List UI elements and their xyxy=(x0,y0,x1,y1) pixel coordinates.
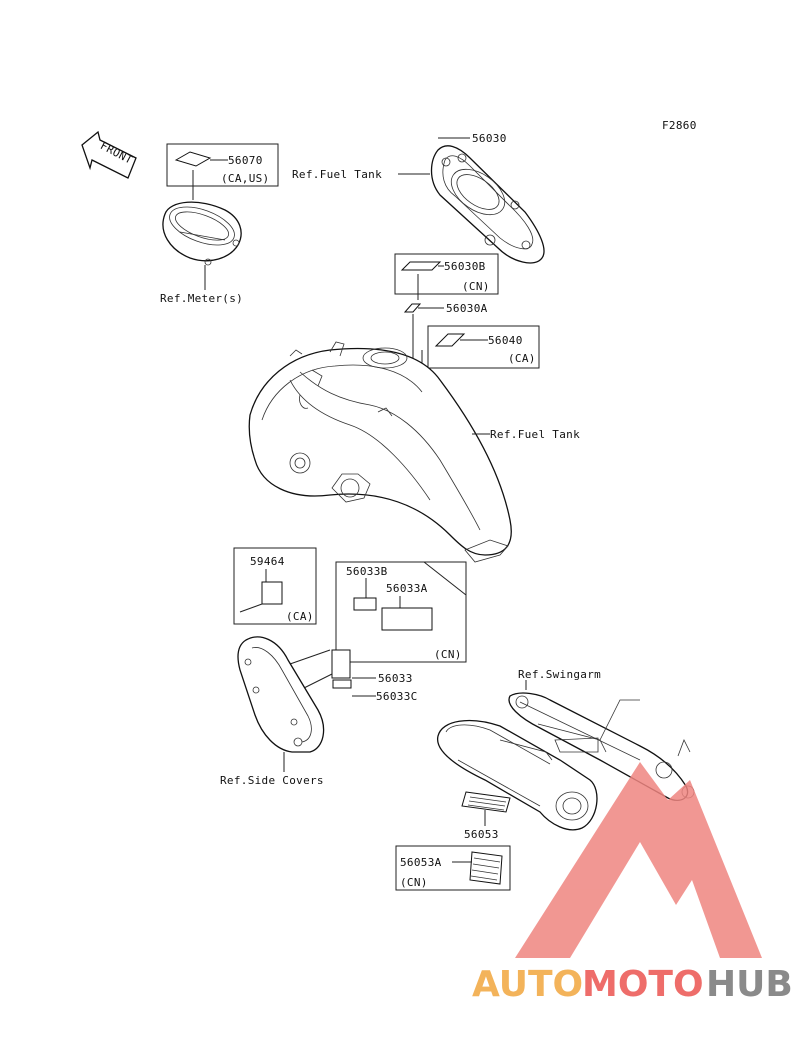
label-ref-fuel-tank-top: Ref.Fuel Tank xyxy=(292,168,382,181)
label-56040-region: (CA) xyxy=(508,352,536,365)
decal-56033A-icon xyxy=(381,607,433,631)
label-56030A: 56030A xyxy=(446,302,488,315)
label-ref-fuel-tank-mid: Ref.Fuel Tank xyxy=(490,428,580,441)
decal-56070-icon xyxy=(174,151,212,167)
label-56070-region: (CA,US) xyxy=(221,172,269,185)
label-56030B: 56030B xyxy=(444,260,486,273)
decal-56040-icon xyxy=(434,333,466,347)
label-56053A-region: (CN) xyxy=(400,876,428,889)
decal-59464-box xyxy=(233,547,317,625)
decal-56033B-icon xyxy=(353,597,377,611)
decal-56053A-icon xyxy=(469,851,503,885)
label-56033: 56033 xyxy=(378,672,413,685)
decal-56033C-icon xyxy=(332,679,352,689)
logo-triangle-icon xyxy=(515,762,762,958)
label-59464-region: (CA) xyxy=(286,610,314,623)
watermark-text-hub: HUB xyxy=(706,964,793,1005)
decal-56053-icon xyxy=(461,791,511,813)
label-56030B-region: (CN) xyxy=(462,280,490,293)
meter-part xyxy=(162,201,242,266)
label-56033C: 56033C xyxy=(376,690,418,703)
decal-56030B-icon xyxy=(400,261,442,271)
decal-56040-box xyxy=(427,325,540,369)
label-ref-side-covers: Ref.Side Covers xyxy=(220,774,324,787)
fuel-tank-part xyxy=(248,341,512,563)
front-arrow-icon: FRONT xyxy=(81,130,137,179)
decal-56053A-box xyxy=(395,845,511,891)
label-56053A: 56053A xyxy=(400,856,442,869)
decal-59464-icon xyxy=(261,581,283,605)
label-ref-swingarm: Ref.Swingarm xyxy=(518,668,601,681)
watermark-text-moto: MOTO xyxy=(582,964,704,1005)
label-56053: 56053 xyxy=(464,828,499,841)
meter-decal-box xyxy=(166,143,279,187)
side-cover-part xyxy=(237,636,325,753)
label-ref-meter: Ref.Meter(s) xyxy=(160,292,243,305)
figure-code: F2860 xyxy=(662,119,697,132)
decal-56033AB-box xyxy=(335,561,467,663)
decal-56033-icon xyxy=(331,649,351,679)
tank-cover-part xyxy=(430,145,545,264)
label-59464: 59464 xyxy=(250,555,285,568)
label-56040: 56040 xyxy=(488,334,523,347)
automotohub-logo xyxy=(515,762,762,958)
decal-56030A-icon xyxy=(403,303,422,313)
label-56033A: 56033A xyxy=(386,582,428,595)
label-56030: 56030 xyxy=(472,132,507,145)
watermark-text-auto: AUTO xyxy=(472,964,583,1005)
decal-56030B-box xyxy=(394,253,499,295)
label-56033AB-region: (CN) xyxy=(434,648,462,661)
label-56070: 56070 xyxy=(228,154,263,167)
label-56033B: 56033B xyxy=(346,565,388,578)
